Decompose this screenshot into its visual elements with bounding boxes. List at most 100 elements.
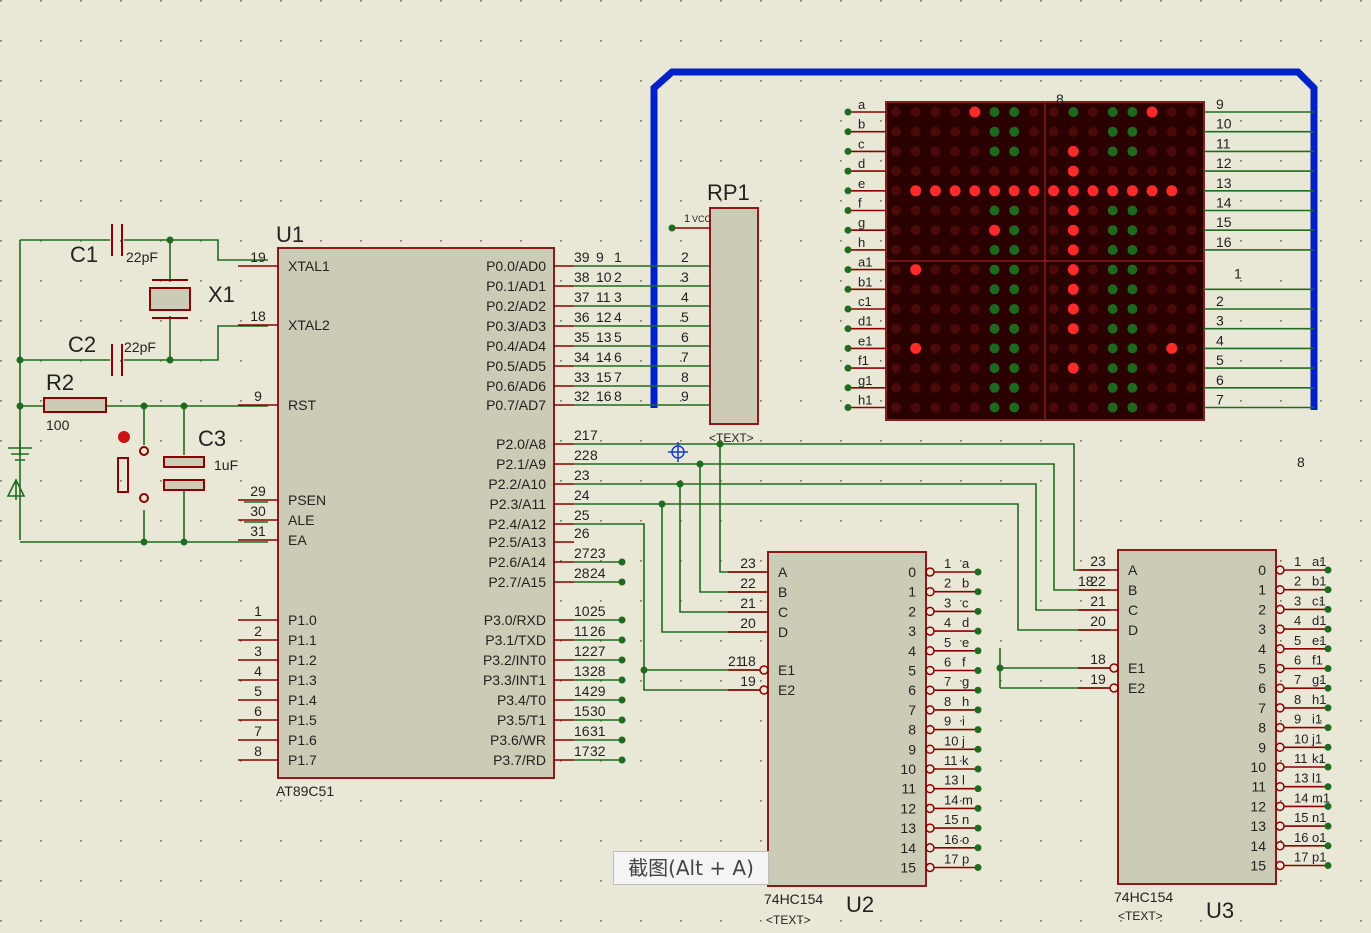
port-junction bbox=[618, 756, 626, 764]
led bbox=[930, 363, 941, 374]
led bbox=[989, 323, 1000, 334]
u1-pin-name: P2.4/A12 bbox=[488, 516, 546, 532]
led bbox=[930, 304, 941, 314]
led bbox=[910, 402, 921, 413]
led bbox=[1009, 166, 1020, 177]
net-label: 30 bbox=[590, 703, 606, 719]
u2-output-junction bbox=[974, 804, 982, 812]
u3-output-net: h1 bbox=[1312, 692, 1326, 707]
u2-input-number: 23 bbox=[740, 555, 756, 571]
rp1-ref: RP1 bbox=[707, 180, 750, 205]
led bbox=[1088, 382, 1098, 393]
rp1-resistor-pack[interactable] bbox=[709, 207, 759, 425]
led bbox=[969, 126, 980, 137]
matrix-top-label: 8 bbox=[1056, 91, 1064, 107]
u1-pin-name: P2.0/A8 bbox=[496, 436, 546, 452]
led bbox=[1107, 363, 1118, 374]
led bbox=[1009, 146, 1020, 157]
u2-output-junction bbox=[974, 686, 982, 694]
u1-pin-name: EA bbox=[288, 532, 307, 548]
c3-value: 1uF bbox=[214, 457, 238, 473]
u2-output-junction bbox=[974, 864, 982, 871]
u1-pin-number: 14 bbox=[574, 683, 590, 699]
u2-input-number: 21 bbox=[740, 595, 756, 611]
net-label: 31 bbox=[590, 723, 606, 739]
crystal-x1[interactable] bbox=[149, 287, 191, 311]
led bbox=[891, 304, 901, 314]
port-junction bbox=[618, 656, 626, 664]
u2-part: 74HC154 bbox=[764, 891, 823, 907]
led bbox=[950, 166, 961, 177]
led bbox=[989, 146, 1000, 157]
c1-value: 22pF bbox=[126, 249, 158, 265]
led bbox=[969, 106, 981, 118]
rp1-pin-number: 5 bbox=[681, 309, 689, 325]
led bbox=[1166, 382, 1177, 393]
p0-net-label: 10 bbox=[596, 269, 612, 285]
u2-decoder[interactable] bbox=[767, 551, 927, 887]
u1-pin-number: 30 bbox=[250, 503, 266, 519]
led bbox=[1067, 165, 1079, 177]
u2-input-name: A bbox=[778, 564, 788, 580]
blue-bus[interactable] bbox=[650, 68, 1318, 410]
u2-output-name: 10 bbox=[900, 761, 916, 777]
u1-pin-name: P1.2 bbox=[288, 652, 317, 668]
led bbox=[930, 166, 941, 177]
u3-ref: U3 bbox=[1206, 898, 1234, 923]
u2-output-net: k bbox=[962, 753, 969, 768]
matrix-row-junction bbox=[844, 325, 852, 333]
u1-pin-number: 13 bbox=[574, 663, 590, 679]
reset-button[interactable] bbox=[117, 446, 149, 503]
u3-output-pin: 2 bbox=[1294, 574, 1301, 589]
led bbox=[989, 284, 1000, 295]
net-label: 32 bbox=[590, 743, 606, 759]
u2-output-junction bbox=[974, 607, 982, 615]
led bbox=[910, 342, 922, 354]
u1-pin-number: 34 bbox=[574, 349, 590, 365]
led bbox=[1147, 146, 1158, 157]
u1-pin-name: P1.0 bbox=[288, 612, 317, 628]
resistor-r2[interactable] bbox=[43, 397, 107, 413]
led bbox=[910, 382, 921, 393]
c2-label: C2 bbox=[68, 332, 96, 357]
u3-input-name: E2 bbox=[1128, 680, 1145, 696]
led bbox=[989, 107, 1000, 117]
matrix-col-label: 2 bbox=[1216, 293, 1224, 309]
rp1-pin-number: 3 bbox=[681, 269, 689, 285]
capacitor-c3-top[interactable] bbox=[163, 456, 205, 468]
u1-pin-number: 21 bbox=[574, 427, 590, 443]
u1-ref: U1 bbox=[276, 222, 304, 247]
led bbox=[1067, 283, 1079, 295]
u3-output-junction bbox=[1324, 862, 1332, 869]
matrix-col-label: 7 bbox=[1216, 392, 1224, 408]
led bbox=[1088, 166, 1098, 177]
u3-output-name: 6 bbox=[1258, 680, 1266, 696]
u1-pin-name: P1.4 bbox=[288, 692, 317, 708]
led bbox=[910, 146, 921, 157]
led bbox=[1048, 146, 1059, 157]
rp1-pin-number: 8 bbox=[681, 369, 689, 385]
u3-output-net: c1 bbox=[1312, 593, 1326, 608]
matrix-row-junction bbox=[844, 108, 852, 116]
u1-pin-name: P3.7/RD bbox=[493, 752, 546, 768]
u2-output-junction bbox=[974, 568, 982, 576]
led bbox=[950, 343, 961, 354]
u3-input-number: 21 bbox=[1090, 593, 1106, 609]
u3-decoder[interactable] bbox=[1117, 549, 1277, 885]
led bbox=[969, 343, 980, 354]
u3-output-net: m1 bbox=[1312, 790, 1330, 805]
u3-output-pin: 15 bbox=[1294, 810, 1308, 825]
led bbox=[1088, 264, 1098, 275]
u3-output-junction bbox=[1324, 625, 1332, 633]
led bbox=[1186, 126, 1197, 137]
led bbox=[950, 304, 961, 314]
led bbox=[930, 264, 941, 275]
matrix-col-label: 3 bbox=[1216, 313, 1224, 329]
led bbox=[1147, 304, 1158, 314]
led bbox=[1087, 185, 1099, 197]
u1-chip[interactable] bbox=[277, 247, 555, 779]
u1-pin-name: P0.1/AD1 bbox=[486, 278, 546, 294]
u2-output-pin: 5 bbox=[944, 635, 951, 650]
led bbox=[1028, 205, 1039, 216]
